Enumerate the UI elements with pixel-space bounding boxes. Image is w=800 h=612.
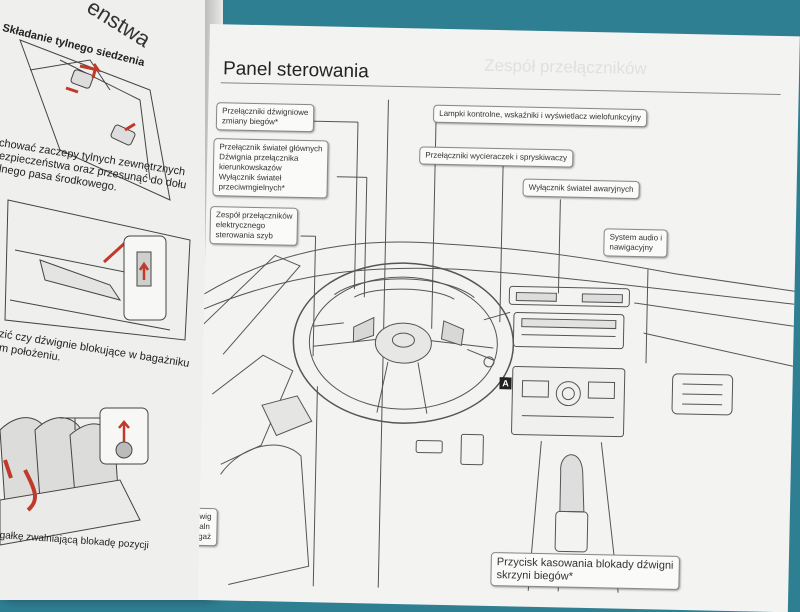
label-hazard: Wyłącznik świateł awaryjnych [522, 179, 639, 199]
label-audio: System audio i nawigacyjny [603, 228, 668, 257]
label-lights: Przełącznik świateł głównych Dźwignia pr… [212, 138, 328, 198]
marker-a: A [499, 377, 511, 389]
label-shift-lock: Przycisk kasowania blokady dźwigni skrzy… [490, 552, 679, 590]
label-gear-shift: Przełączniki dźwigniowe zmiany biegów* [216, 102, 315, 132]
label-wipers: Przełączniki wycieraczek i spryskiwaczy [419, 146, 573, 167]
right-page: Zespół przełączników Panel sterowania [198, 24, 800, 612]
label-windows: Zespół przełączników elektrycznego stero… [209, 206, 298, 246]
seat-illustrations [0, 0, 212, 600]
left-page: enstwa Składanie tylnego siedzenia [0, 0, 212, 600]
label-trunk-lever: Dźwig zwaln bagaż [198, 508, 218, 547]
